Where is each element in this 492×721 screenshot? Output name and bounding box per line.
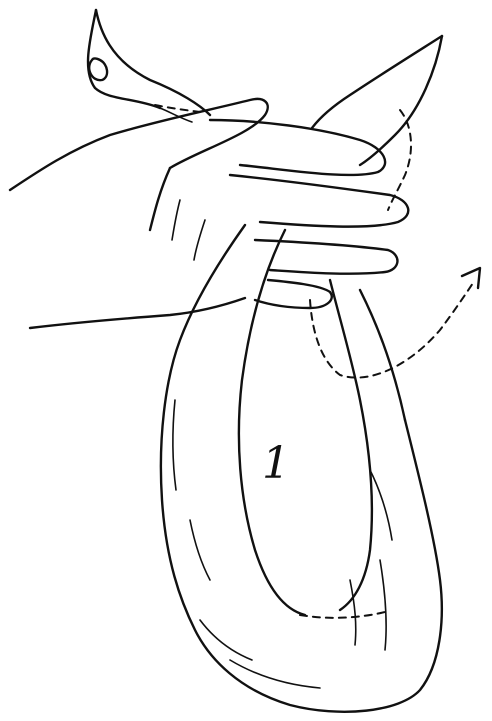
loop-end-icon (89, 59, 107, 81)
scarf-loop (161, 225, 442, 712)
step-number-label: 1 (262, 438, 290, 489)
scarf-end-right (312, 36, 442, 210)
hand (10, 99, 408, 328)
